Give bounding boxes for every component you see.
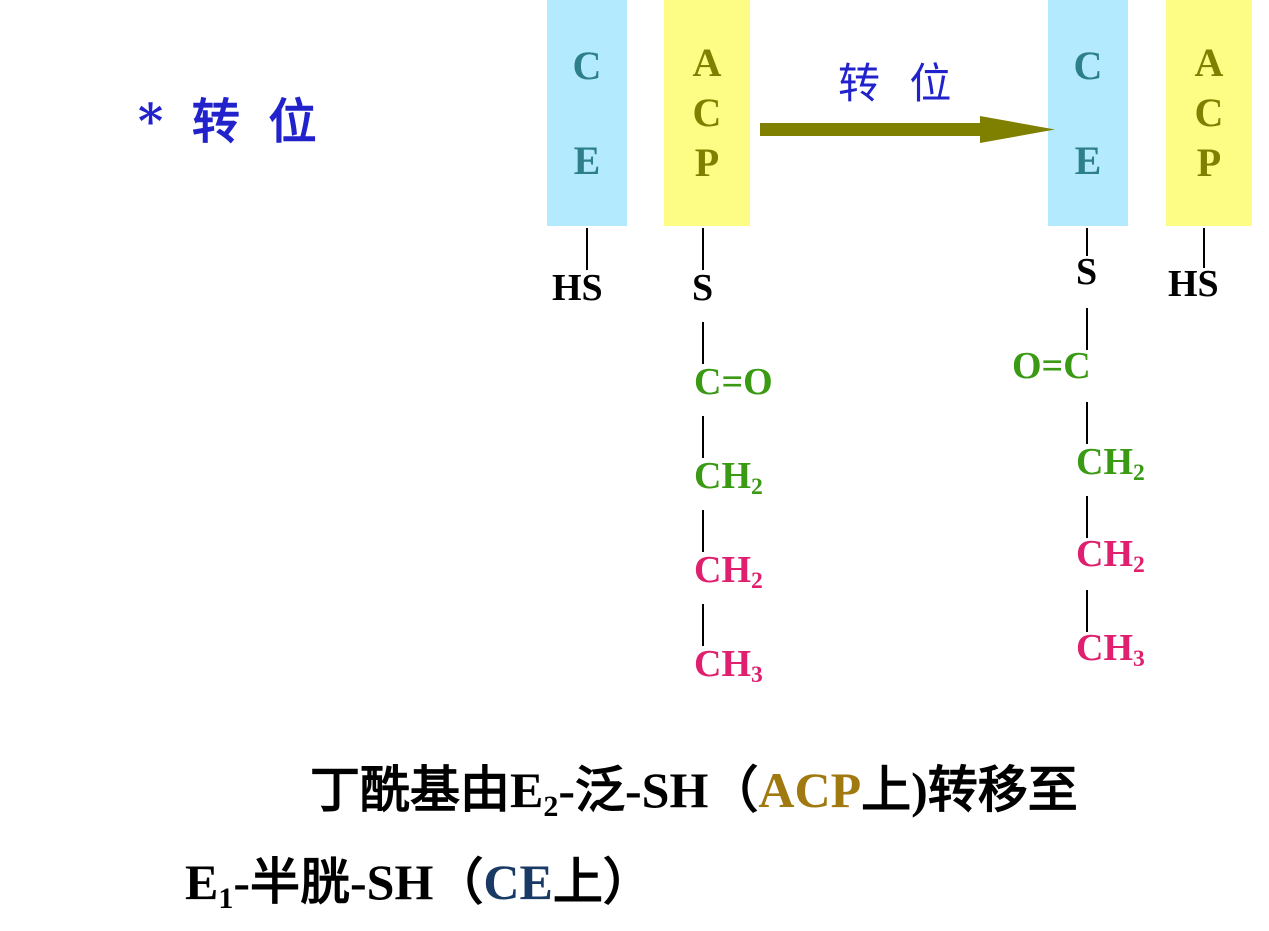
acp-letter: P [694, 140, 720, 185]
ch3-left: CH3 [694, 643, 763, 688]
bond-line [702, 416, 704, 458]
ce-box-left: C E [547, 0, 627, 226]
ch2-pink-right: CH2 [1076, 533, 1145, 578]
hs-label-left: HS [552, 267, 603, 309]
caption-line-2: E1-半胱-SH（CE上） [185, 854, 653, 915]
bond-line [1203, 228, 1205, 268]
page-title: * 转 位 [138, 94, 323, 150]
ce-letter: E [1074, 138, 1102, 183]
ce-highlight: CE [483, 854, 553, 910]
bond-line [586, 228, 588, 270]
ch2-green-left: CH2 [694, 455, 763, 500]
caption-line-1: 丁酰基由E2-泛-SH（ACP上)转移至 [310, 762, 1078, 823]
s-label-left: S [692, 267, 714, 309]
acp-letter: A [692, 40, 722, 85]
bond-line [702, 510, 704, 552]
ch3-right: CH3 [1076, 627, 1145, 672]
bond-line [1086, 228, 1088, 256]
acp-letter: C [692, 90, 722, 135]
ce-letter: C [1073, 43, 1103, 88]
bond-line [702, 228, 704, 270]
arrow-head [980, 116, 1055, 143]
carbonyl-right: O=C [1012, 345, 1091, 387]
ch2-pink-left: CH2 [694, 549, 763, 594]
transfer-arrow [760, 116, 1055, 143]
s-label-right: S [1076, 251, 1098, 293]
bond-line [1086, 496, 1088, 538]
acp-letter: P [1196, 140, 1222, 185]
ce-letter: E [573, 138, 601, 183]
bond-line [702, 322, 704, 364]
ch2-green-right: CH2 [1076, 441, 1145, 486]
acp-box-left: A C P [664, 0, 750, 226]
hs-label-right: HS [1168, 263, 1219, 305]
carbonyl-left: C=O [694, 361, 773, 403]
acp-letter: C [1194, 90, 1224, 135]
arrow-shaft [760, 123, 990, 136]
acp-letter: A [1194, 40, 1224, 85]
arrow-label: 转 位 [838, 59, 960, 108]
ce-letter: C [572, 43, 602, 88]
acp-box-right: A C P [1166, 0, 1252, 226]
bond-line [702, 604, 704, 646]
bond-line [1086, 590, 1088, 632]
ce-box-right: C E [1048, 0, 1128, 226]
bond-line [1086, 308, 1088, 350]
bond-line [1086, 402, 1088, 444]
acp-highlight: ACP [758, 762, 862, 818]
